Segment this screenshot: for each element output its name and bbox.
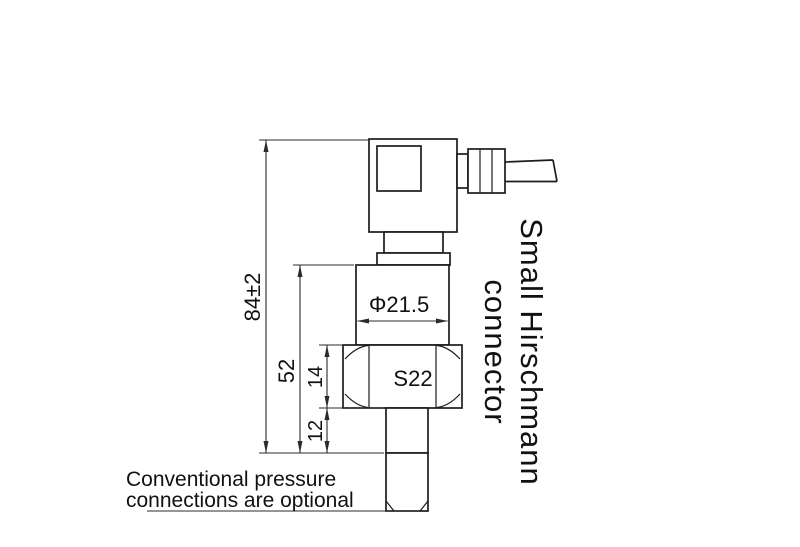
sensor-outline [342,138,558,512]
hex-chamfer-arc [344,344,369,360]
thread-chamfer [385,500,429,512]
dim-stub-label: 12 [305,420,327,442]
body-cylinder [355,264,450,346]
dim-hex-label: 14 [305,366,327,388]
hex-chamfer-arc [436,393,461,409]
connector-neck [383,231,444,254]
note-line2: connections are optional [126,489,354,512]
connector-label-line1: Small Hirschmann [514,218,549,486]
hex-chamfer-arc [436,344,461,360]
threaded-connection [385,452,429,512]
dim-diameter-label: Φ21.5 [369,292,429,317]
hex-size-label: S22 [393,366,432,391]
thread-stub [385,407,429,454]
cable [504,159,558,183]
body-collar [376,252,451,266]
note-line1: Conventional pressure [126,468,336,491]
hex-nut [342,344,463,409]
dimension-texts: Φ21.5 S22 84±2 52 14 12 [240,273,433,443]
dim-body-label: 52 [274,359,299,383]
hex-chamfer-arc [344,393,369,409]
annotations: Small Hirschmann connector Conventional … [126,218,549,512]
connector-label: Small Hirschmann connector [478,218,549,486]
gland-collar [456,153,469,189]
connector-label-line2: connector [478,279,513,424]
connector-knurled-cap [376,145,422,192]
dim-overall-label: 84±2 [240,273,265,322]
dimension-lines [147,139,448,512]
cable-gland-nut [467,148,506,194]
